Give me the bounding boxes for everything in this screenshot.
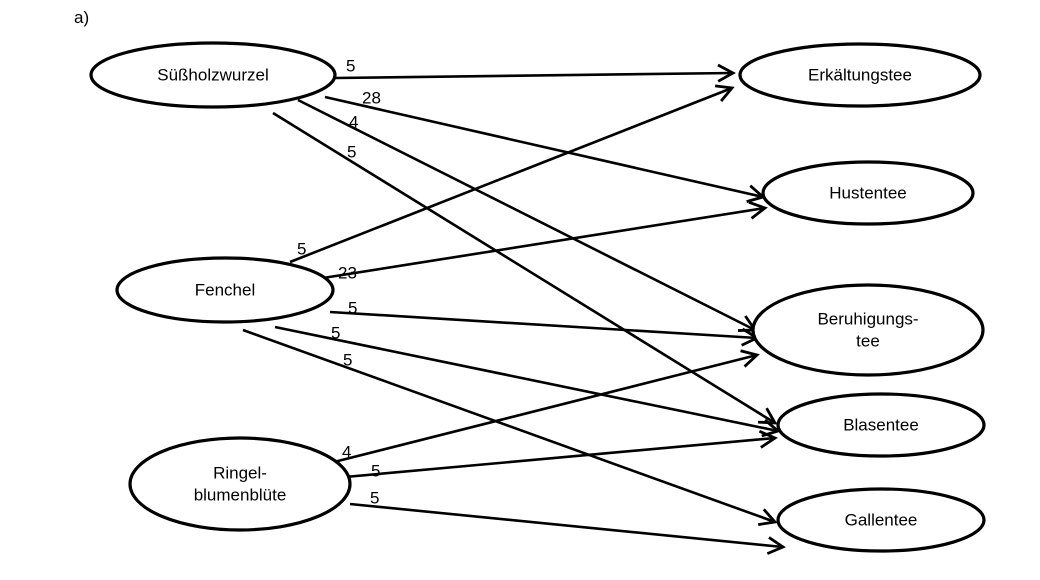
edge-label: 5 xyxy=(331,324,340,343)
panel-label: a) xyxy=(74,8,90,27)
tea-ellipse xyxy=(751,283,985,377)
tea-node-erkaeltung: Erkältungstee xyxy=(738,42,982,108)
edge-label: 23 xyxy=(338,264,357,283)
edge-fenchel-husten xyxy=(322,200,768,280)
tea-label: Beruhigungs- xyxy=(817,310,918,329)
herb-label: Süßholzwurzel xyxy=(157,66,269,85)
tea-node-beruhigung: Beruhigungs-tee xyxy=(751,283,985,377)
arrowhead-icon xyxy=(717,63,736,83)
arrowhead-icon xyxy=(748,200,768,220)
herb-label: Fenchel xyxy=(195,281,255,300)
arrowhead-icon xyxy=(758,429,778,449)
herb-label: blumenblüte xyxy=(194,486,287,505)
herb-node-fenchel: Fenchel xyxy=(115,256,335,324)
edge-ringel-beruhigung xyxy=(329,349,760,465)
edge-ringel-blasen xyxy=(344,429,778,479)
edge-line xyxy=(289,86,733,264)
edge-label: 5 xyxy=(371,462,380,481)
tea-ellipse xyxy=(738,42,982,108)
edge-line xyxy=(329,310,758,340)
arrowhead-icon xyxy=(757,508,778,526)
herb-ellipse xyxy=(128,436,352,532)
herb-ellipse xyxy=(89,41,337,109)
herb-ellipse xyxy=(115,256,335,324)
edge-label: 4 xyxy=(342,443,351,462)
arrowhead-icon xyxy=(714,84,735,102)
edge-fenchel-blasen xyxy=(274,325,781,438)
edge-label: 4 xyxy=(349,113,358,132)
tea-label: Blasentee xyxy=(843,416,919,435)
edge-line xyxy=(349,502,784,549)
edge-line xyxy=(297,98,756,332)
herb-node-suessholz: Süßholzwurzel xyxy=(89,41,337,109)
edge-line xyxy=(329,353,758,465)
tea-node-husten: Hustentee xyxy=(761,160,975,226)
edge-fenchel-beruhigung xyxy=(329,310,760,347)
tea-ellipse xyxy=(761,160,975,226)
edge-label: 28 xyxy=(362,89,381,108)
edge-ringel-gallen xyxy=(349,502,786,555)
edge-line xyxy=(324,95,764,199)
tea-node-gallen: Gallentee xyxy=(776,487,986,553)
edge-label: 5 xyxy=(297,240,306,259)
tea-label: Erkältungstee xyxy=(808,66,912,85)
tea-node-blasen: Blasentee xyxy=(776,392,986,458)
arrowhead-icon xyxy=(740,349,760,368)
edge-fenchel-erkaeltung xyxy=(289,84,735,264)
edge-line xyxy=(242,328,776,524)
tea-label: Hustentee xyxy=(829,184,907,203)
edge-suessholz-beruhigung xyxy=(297,98,758,332)
edge-line xyxy=(322,206,766,280)
edge-label: 5 xyxy=(343,351,352,370)
arrowhead-icon xyxy=(757,407,778,425)
edge-line xyxy=(334,71,734,80)
tea-ellipse xyxy=(776,392,986,458)
edge-label: 5 xyxy=(370,489,379,508)
edge-label: 5 xyxy=(346,57,355,76)
edge-line xyxy=(344,436,776,479)
tea-label: tee xyxy=(856,332,880,351)
edge-label: 5 xyxy=(348,299,357,318)
tea-label: Gallentee xyxy=(845,511,918,530)
tea-ellipse xyxy=(776,487,986,553)
edge-line xyxy=(274,325,779,433)
herb-node-ringel: Ringel-blumenblüte xyxy=(128,436,352,532)
herb-label: Ringel- xyxy=(213,464,267,483)
edges-layer xyxy=(242,63,786,555)
edge-suessholz-erkaeltung xyxy=(334,63,736,83)
arrowhead-icon xyxy=(766,536,786,555)
edge-fenchel-gallen xyxy=(242,328,778,526)
edge-label: 5 xyxy=(347,143,356,162)
